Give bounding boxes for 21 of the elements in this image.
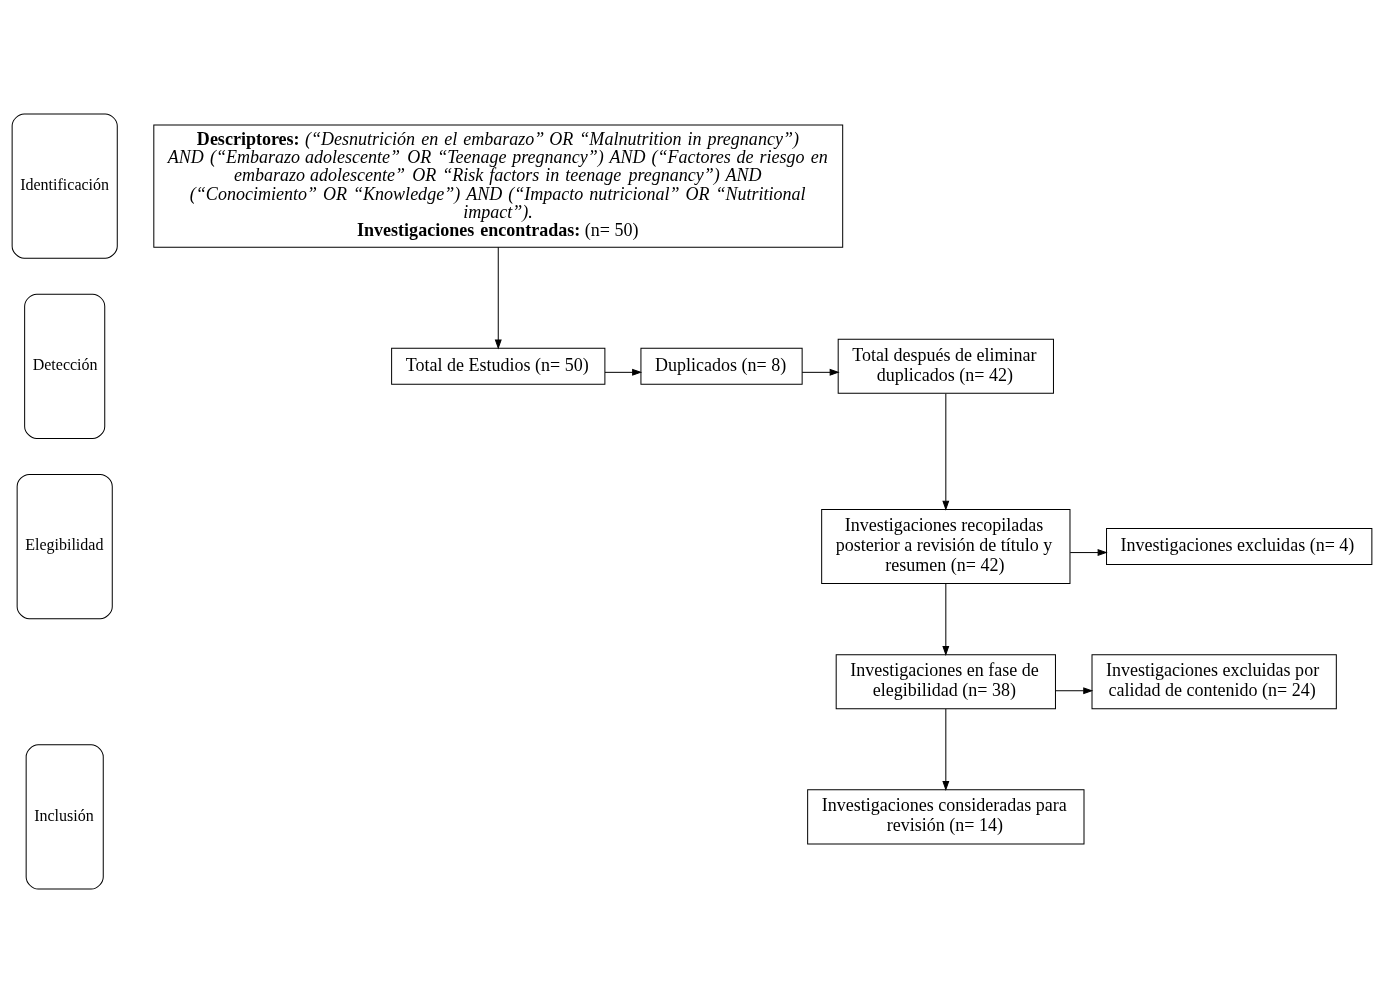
- node-box: Detección: [24, 293, 106, 439]
- arrow: [942, 393, 950, 510]
- arrow: [604, 369, 642, 376]
- node-box: Investigaciones consideradas para revisión (n= 14): [807, 789, 1085, 845]
- node-box: Investigaciones excluidas (n= 4): [1106, 528, 1373, 566]
- node-box: Identificación: [11, 113, 118, 259]
- node-box: Elegibilidad: [16, 473, 113, 620]
- node-box: Investigaciones recopiladas posterior a revisión de título y resumen (n= 42): [821, 509, 1071, 585]
- arrow: [1069, 549, 1107, 556]
- arrow: [801, 369, 839, 376]
- arrow: [494, 246, 502, 349]
- node-box: Descriptores: (“Desnutrición en el embarazo” OR “Malnutrition in pregnancy”) AND (“Embarazo adolescente” OR “Teenage pregnancy”) AND (“Factores de riesgo en embarazo adolescente” OR “Risk factors in teenage pregnancy”) AND (“Conocimiento” OR “Knowledge”) AND (“Impacto nutricional” OR “Nutritional impact”). Investigaciones encontradas: (n= 50): [153, 124, 844, 248]
- node-box: Duplicados (n= 8): [640, 347, 803, 385]
- node-box: Investigaciones excluidas por calidad de contenido (n= 24): [1091, 654, 1337, 710]
- arrow: [1055, 687, 1093, 695]
- arrow: [942, 583, 950, 655]
- arrow: [942, 708, 950, 791]
- node-box: Investigaciones en fase de elegibilidad (n= 38): [835, 654, 1056, 710]
- node-box: Inclusión: [25, 744, 104, 890]
- node-box: Total después de eliminar duplicados (n= 42): [837, 338, 1054, 394]
- node-box: Total de Estudios (n= 50): [391, 347, 606, 385]
